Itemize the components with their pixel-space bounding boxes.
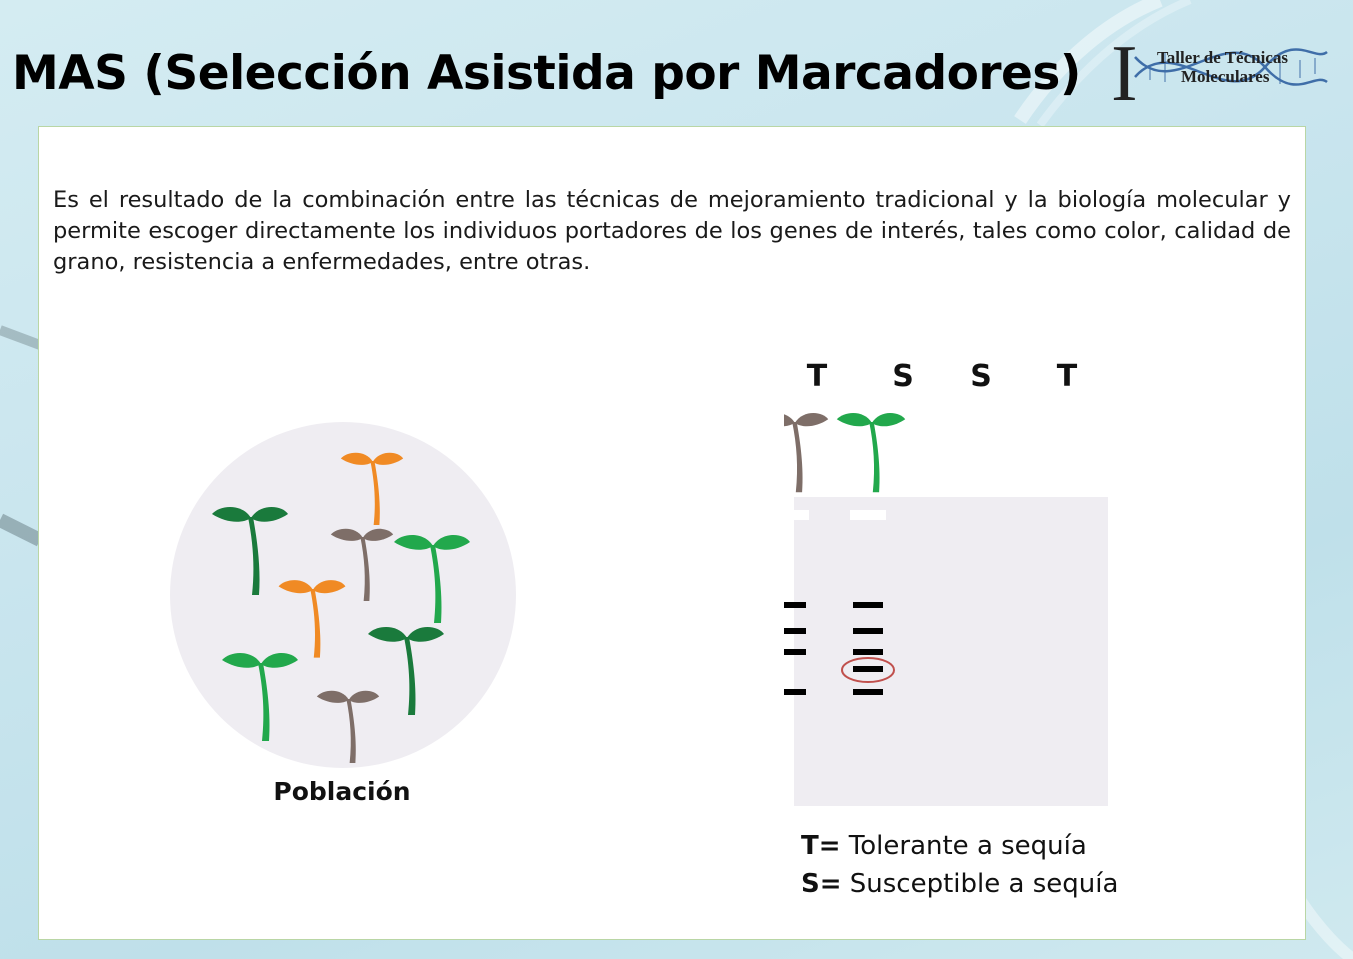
gel-electrophoresis-diagram bbox=[784, 412, 1108, 806]
lane-seedling-icon bbox=[836, 412, 906, 493]
logo-letter: I bbox=[1111, 30, 1138, 112]
population-diagram bbox=[170, 422, 516, 768]
population-seedling-icon bbox=[316, 690, 380, 763]
gel-well bbox=[784, 510, 809, 520]
lane-label-4: T bbox=[1056, 359, 1078, 394]
logo-line2: Moleculares bbox=[1181, 67, 1270, 86]
lane-label-3: S bbox=[970, 359, 992, 394]
page-title: MAS (Selección Asistida por Marcadores) bbox=[12, 46, 1081, 101]
highlight-circle-icon bbox=[841, 657, 895, 683]
gel-band bbox=[853, 649, 883, 655]
population-seedling-icon bbox=[222, 652, 298, 741]
population-seedling-icon bbox=[394, 534, 470, 623]
population-seedling-icon bbox=[368, 626, 444, 715]
intro-paragraph: Es el resultado de la combinación entre … bbox=[53, 187, 1291, 275]
legend-susceptible-text: Susceptible a sequía bbox=[841, 869, 1119, 899]
population-seedling-icon bbox=[340, 452, 404, 525]
logo: I Taller de Técnicas Moleculares bbox=[1105, 22, 1335, 118]
gel-band bbox=[853, 602, 883, 608]
gel-band bbox=[784, 628, 806, 634]
legend-tolerant-text: Tolerante a sequía bbox=[840, 831, 1087, 861]
legend-tolerant: T= Tolerante a sequía bbox=[801, 831, 1087, 861]
content-panel: Es el resultado de la combinación entre … bbox=[38, 126, 1306, 940]
gel-band bbox=[784, 689, 806, 695]
lane-seedling-icon bbox=[784, 412, 829, 493]
population-seedling-icon bbox=[278, 580, 346, 658]
legend-tolerant-key: T= bbox=[801, 831, 841, 861]
gel bbox=[794, 497, 1108, 806]
lane-label-2: S bbox=[892, 359, 914, 394]
legend-susceptible-key: S= bbox=[801, 869, 842, 899]
population-label: Población bbox=[273, 777, 411, 806]
population-seedling-icon bbox=[212, 506, 288, 595]
lane-label-1: T bbox=[806, 359, 828, 394]
gel-band bbox=[853, 689, 883, 695]
gel-band bbox=[853, 666, 883, 672]
population-seedling-icon bbox=[330, 528, 394, 601]
logo-line1: Taller de Técnicas bbox=[1157, 48, 1288, 67]
dna-helix-logo-icon: I Taller de Técnicas Moleculares bbox=[1111, 30, 1328, 118]
population-circle bbox=[170, 422, 516, 768]
gel-band bbox=[853, 628, 883, 634]
gel-band bbox=[784, 602, 806, 608]
legend-susceptible: S= Susceptible a sequía bbox=[801, 869, 1118, 899]
gel-band bbox=[784, 649, 806, 655]
gel-well bbox=[850, 510, 886, 520]
